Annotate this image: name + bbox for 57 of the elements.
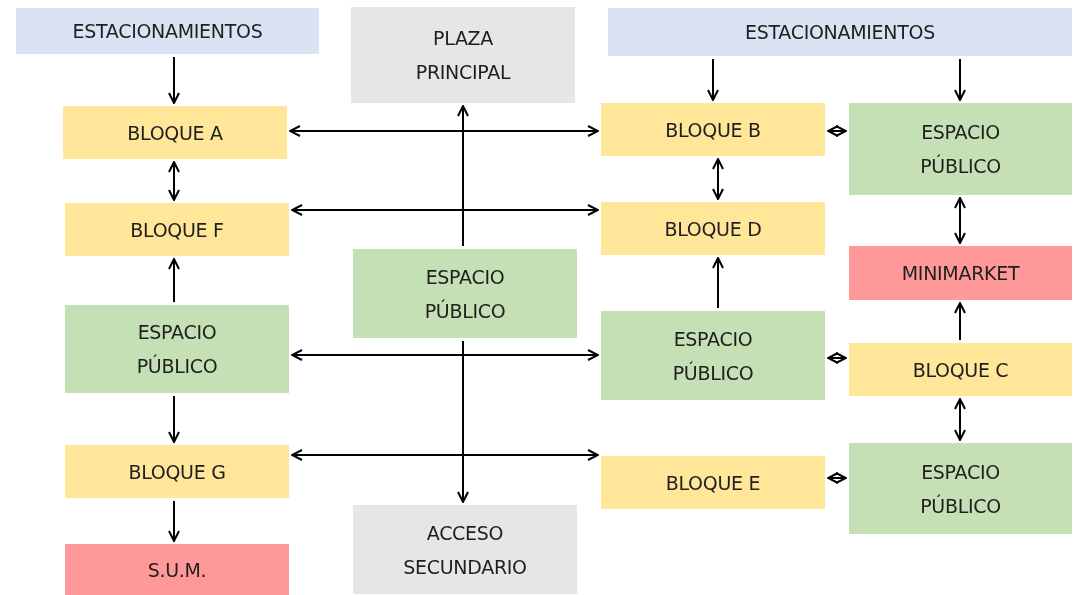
box-label: ESTACIONAMIENTOS xyxy=(745,20,935,45)
arrow xyxy=(291,204,599,216)
arrow xyxy=(954,197,966,244)
block-box xyxy=(65,445,289,498)
access-box xyxy=(353,505,577,594)
arrow xyxy=(827,352,847,364)
parking-box xyxy=(608,8,1072,56)
service-box xyxy=(849,246,1072,300)
public-space-box xyxy=(601,311,825,400)
arrow xyxy=(291,349,599,361)
arrow xyxy=(168,395,180,443)
box-label: ESPACIO PÚBLICO xyxy=(919,120,1002,179)
box-label: BLOQUE C xyxy=(912,357,1009,383)
box-label: MINIMARKET xyxy=(901,261,1020,286)
arrow xyxy=(168,161,180,201)
public-space-box xyxy=(849,443,1072,534)
block-box xyxy=(601,456,825,509)
box-label: ESPACIO PÚBLICO xyxy=(135,320,219,379)
arrow xyxy=(954,58,966,101)
block-box xyxy=(601,103,825,156)
box-label: PLAZA PRINCIPAL xyxy=(414,26,512,85)
block-box xyxy=(65,203,289,256)
arrow xyxy=(712,257,724,309)
box-label: S.U.M. xyxy=(147,557,207,583)
block-box xyxy=(601,202,825,255)
block-box xyxy=(849,343,1072,396)
box-label: BLOQUE F xyxy=(130,217,224,243)
box-label: BLOQUE A xyxy=(127,120,223,146)
arrow xyxy=(168,56,180,104)
box-label: ESPACIO PÚBLICO xyxy=(919,459,1002,519)
box-label: ESPACIO PÚBLICO xyxy=(671,326,755,386)
arrow xyxy=(707,58,719,101)
parking-box xyxy=(16,8,319,54)
arrow xyxy=(712,158,724,200)
arrow xyxy=(457,340,469,503)
block-box xyxy=(63,106,287,159)
arrow xyxy=(827,125,847,137)
box-label: BLOQUE G xyxy=(128,459,226,485)
service-box xyxy=(65,544,289,595)
arrow xyxy=(168,500,180,542)
box-label: ACCESO SECUNDARIO xyxy=(402,520,528,580)
box-label: BLOQUE E xyxy=(665,470,761,496)
arrow xyxy=(954,398,966,441)
access-box xyxy=(351,7,575,103)
arrow xyxy=(457,105,469,247)
arrow xyxy=(291,449,599,461)
public-space-box xyxy=(65,305,289,393)
arrow xyxy=(168,258,180,303)
box-label: ESPACIO PÚBLICO xyxy=(423,264,507,324)
public-space-box xyxy=(849,103,1072,195)
box-label: BLOQUE D xyxy=(664,216,762,242)
box-label: ESTACIONAMIENTOS xyxy=(72,19,263,44)
arrow xyxy=(954,302,966,341)
arrow xyxy=(289,125,599,137)
arrow xyxy=(827,472,847,484)
public-space-box xyxy=(353,249,577,338)
box-label: BLOQUE B xyxy=(665,117,761,143)
